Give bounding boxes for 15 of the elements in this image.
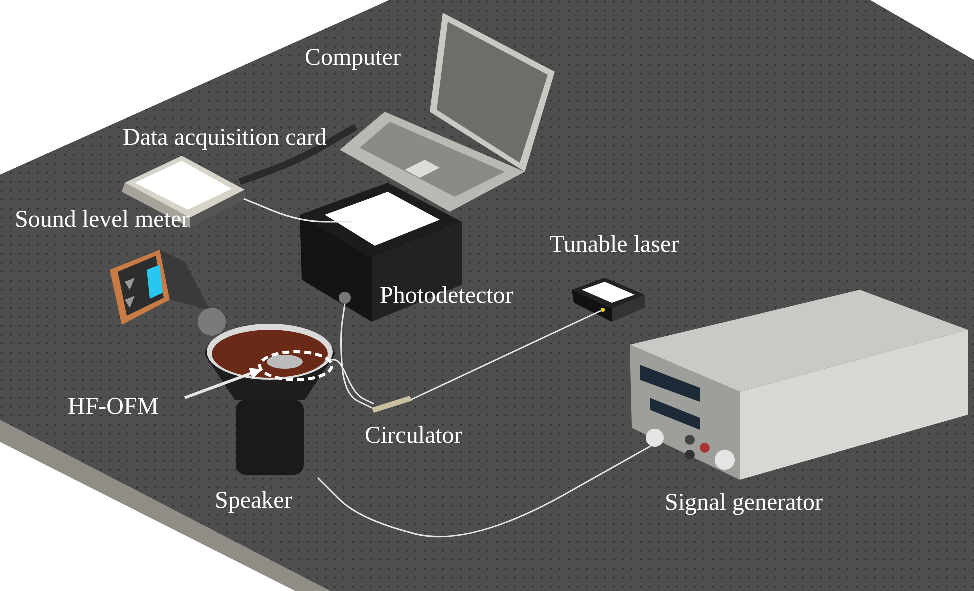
device-label: Circulator bbox=[365, 423, 462, 450]
cable bbox=[410, 310, 602, 401]
device-label: Data acquisition card bbox=[123, 125, 327, 152]
device-label: HF-OFM bbox=[68, 394, 159, 420]
device-label: Speaker bbox=[215, 488, 292, 514]
cable bbox=[329, 359, 374, 405]
leader-arrow bbox=[184, 368, 262, 400]
cable bbox=[340, 304, 372, 409]
device-label: Photodetector bbox=[380, 283, 514, 310]
device-label: Tunable laser bbox=[550, 232, 680, 258]
cable bbox=[244, 198, 352, 223]
device-label: Sound level meter bbox=[15, 207, 190, 234]
device-label: Computer bbox=[305, 45, 401, 72]
device-label: Signal generator bbox=[665, 490, 823, 516]
cable bbox=[238, 124, 358, 186]
